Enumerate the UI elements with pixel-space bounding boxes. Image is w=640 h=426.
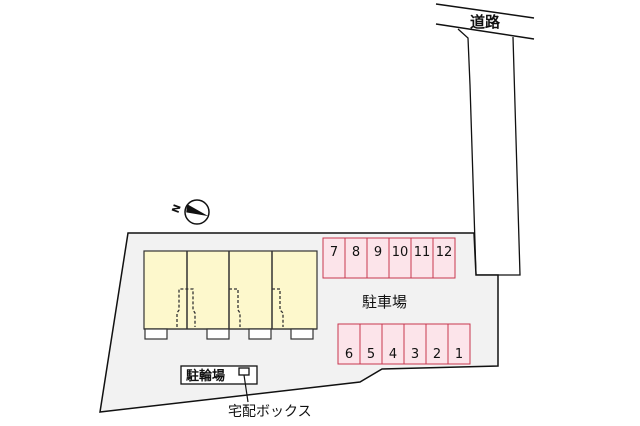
building — [143, 250, 318, 340]
driveway — [457, 28, 521, 276]
delivery-box-label: 宅配ボックス — [228, 404, 312, 420]
bicycle-parking: 駐輪場 — [180, 365, 258, 403]
delivery-box-icon — [238, 367, 250, 376]
parking-space-8: 8 — [352, 245, 360, 260]
parking-space-10: 10 — [392, 245, 409, 260]
parking-space-6: 6 — [345, 347, 353, 362]
parking-space-1: 1 — [455, 347, 463, 362]
parking-row-bottom: 6 5 4 3 2 1 — [337, 323, 471, 365]
parking-space-7: 7 — [330, 245, 338, 260]
parking-space-3: 3 — [411, 347, 419, 362]
parking-lot-label: 駐車場 — [362, 293, 407, 311]
north-arrow-icon: N — [171, 199, 210, 225]
road-label: 道路 — [470, 13, 501, 31]
parking-row-top: 7 8 9 10 11 12 — [322, 237, 456, 279]
parking-space-11: 11 — [414, 245, 431, 260]
north-marker: N — [171, 203, 184, 215]
bicycle-parking-label: 駐輪場 — [186, 368, 225, 384]
parking-space-12: 12 — [436, 245, 453, 260]
parking-space-5: 5 — [367, 347, 375, 362]
parking-space-4: 4 — [389, 347, 397, 362]
road: 道路 — [435, 3, 535, 40]
parking-space-9: 9 — [374, 245, 382, 260]
parking-space-2: 2 — [433, 347, 441, 362]
